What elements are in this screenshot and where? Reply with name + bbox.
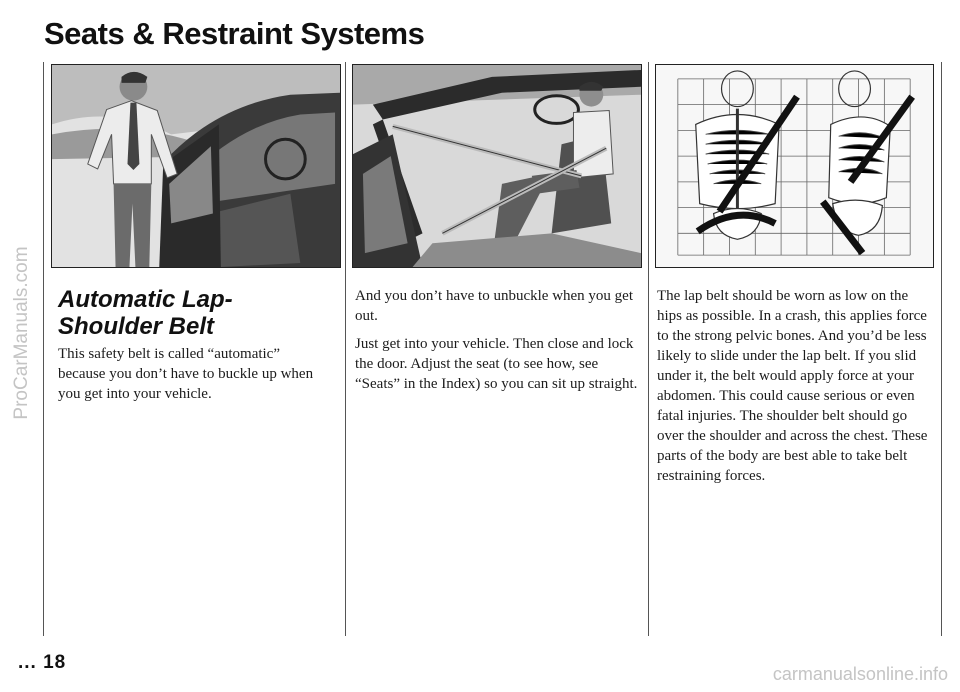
section-heading: Automatic Lap-Shoulder Belt — [58, 286, 233, 340]
column-divider-right — [648, 62, 649, 636]
right-column-text: The lap belt should be worn as low on th… — [657, 286, 935, 494]
middle-column-text: And you don’t have to unbuckle when you … — [355, 286, 645, 402]
figure-man-opening-door — [51, 64, 341, 268]
page-number: ... 18 — [18, 652, 67, 673]
column-divider-middle — [345, 62, 346, 636]
watermark-bottom: carmanualsonline.info — [772, 664, 948, 684]
right-paragraph-1: The lap belt should be worn as low on th… — [657, 288, 928, 484]
left-column-text: This safety belt is called “automatic” b… — [58, 344, 328, 412]
figure-man-seated-in-car — [352, 64, 642, 268]
page-title: Seats & Restraint Systems — [44, 16, 425, 51]
column-divider-left — [43, 62, 44, 636]
left-paragraph-1: This safety belt is called “automatic” b… — [58, 346, 314, 402]
column-divider-edge — [941, 62, 942, 636]
middle-paragraph-1: And you don’t have to unbuckle when you … — [355, 288, 634, 324]
middle-paragraph-2: Just get into your vehicle. Then close a… — [355, 336, 638, 392]
figure-skeleton-belt-diagram — [655, 64, 934, 268]
watermark-side: ProCarManuals.com — [11, 246, 32, 420]
